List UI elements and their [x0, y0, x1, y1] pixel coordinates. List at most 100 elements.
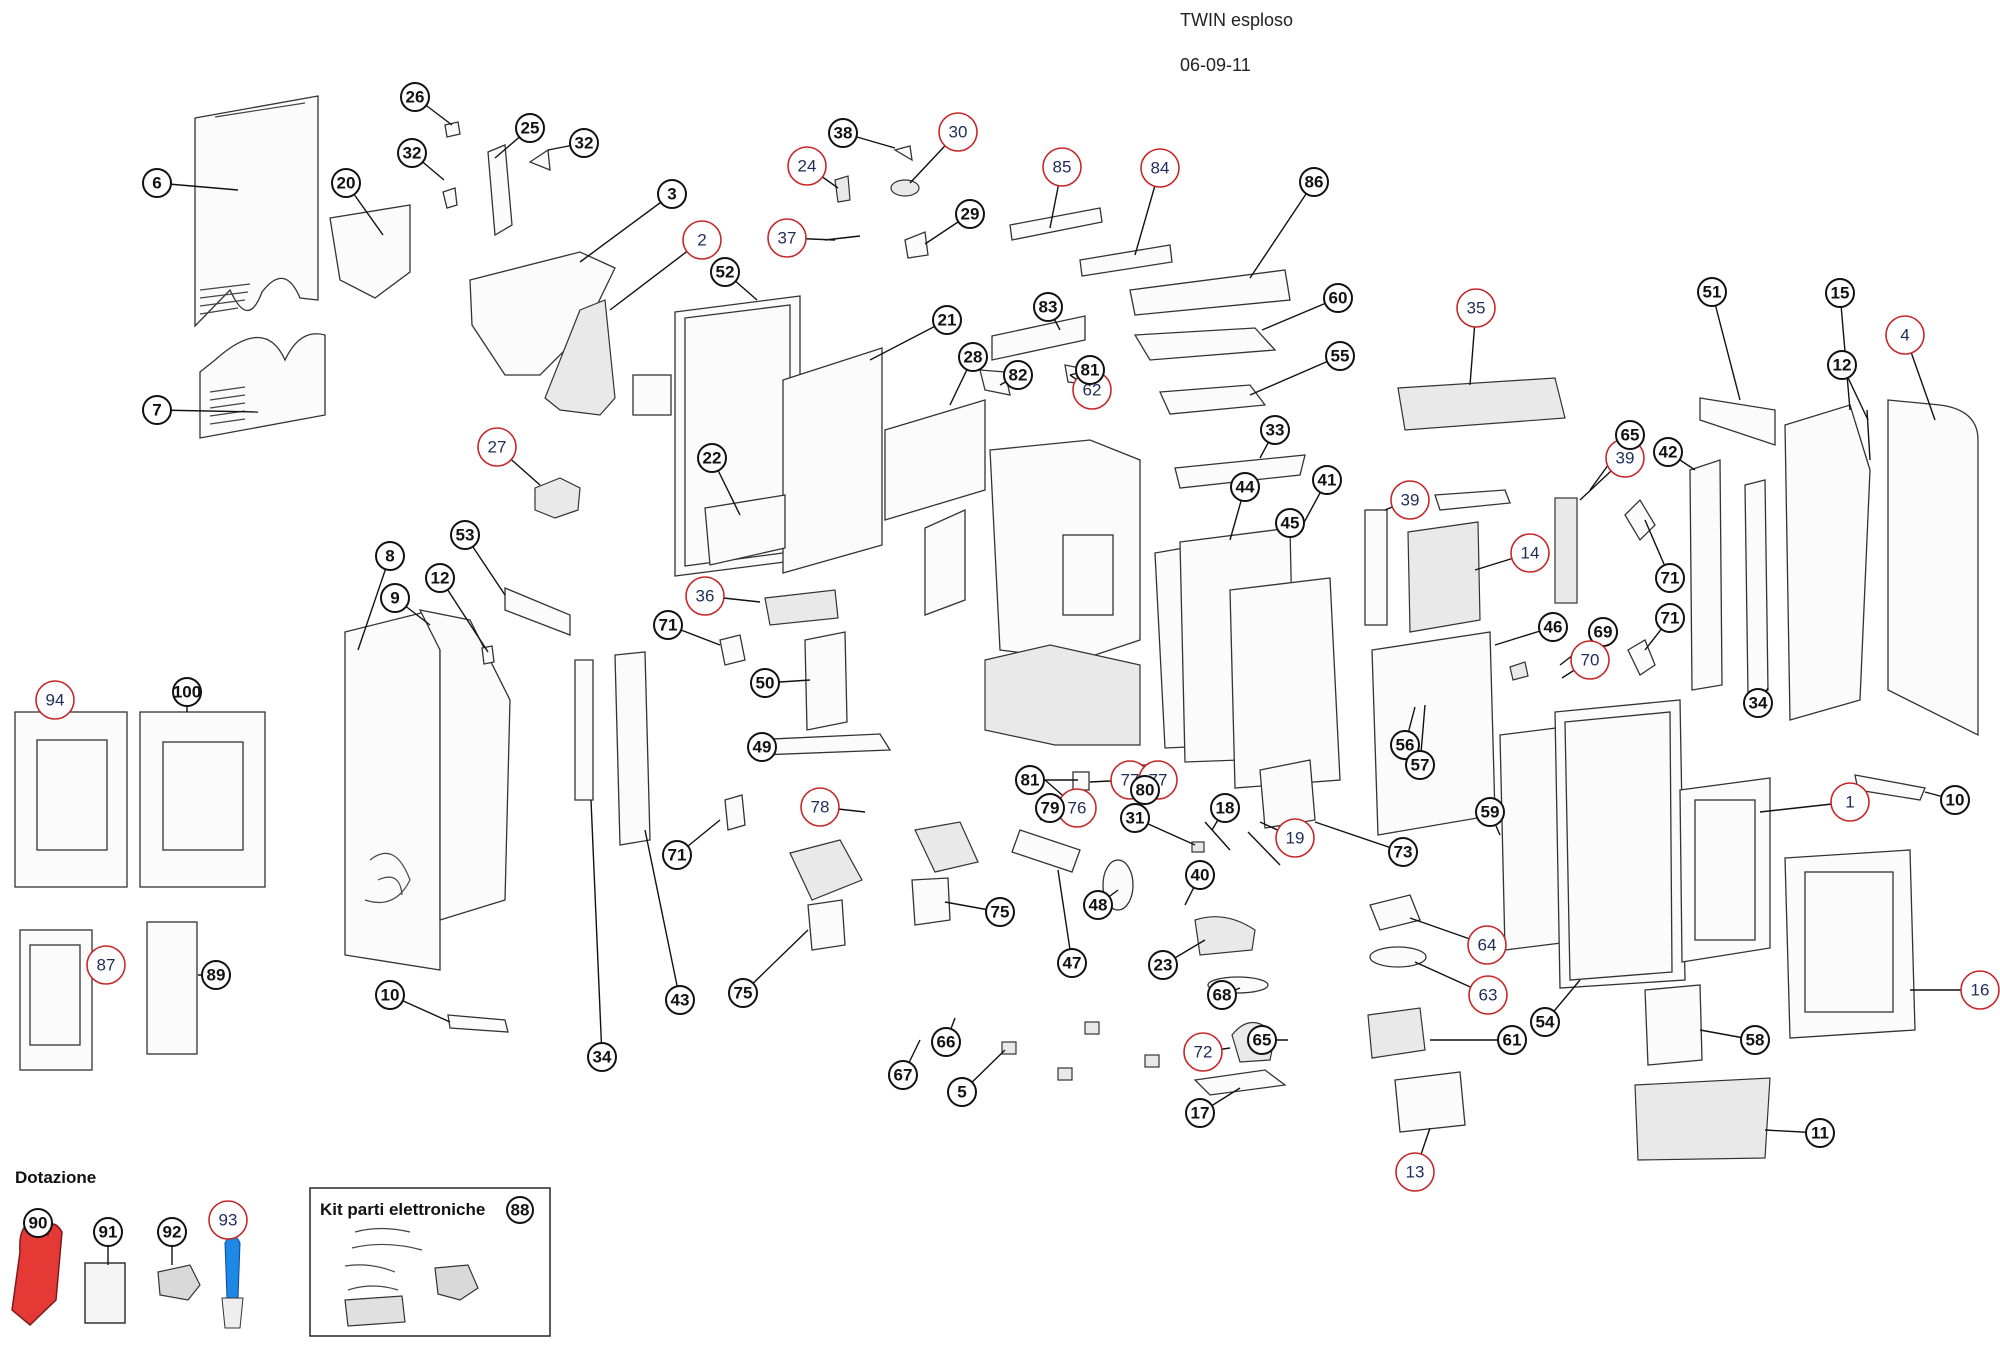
callout-number: 53: [456, 526, 475, 545]
callout-number: 26: [406, 88, 425, 107]
callout-bubble: [787, 146, 827, 186]
callout-number: 60: [1329, 289, 1348, 308]
part-side-panel-4: [1887, 399, 1979, 737]
part-left-side-decor: [364, 852, 411, 904]
callout-bubble: [380, 583, 410, 613]
callout-number: 32: [403, 144, 422, 163]
callout-48: 48: [1083, 890, 1113, 920]
part-drawings: [14, 95, 1979, 1161]
callout-number: 34: [593, 1048, 612, 1067]
callout-68: 68: [1207, 980, 1237, 1010]
callout-number: 8: [385, 547, 394, 566]
part-clip-32b: [528, 148, 551, 172]
callout-number: 63: [1479, 986, 1498, 1005]
callout-bubble: [93, 1217, 123, 1247]
callout-bubble: [1805, 1118, 1835, 1148]
callout-64: 64: [1467, 925, 1507, 965]
part-ring-62: [1369, 946, 1427, 968]
part-combustion-base: [984, 644, 1141, 746]
callout-number: 92: [163, 1223, 182, 1242]
callout-number: 3: [667, 185, 676, 204]
callout-57: 57: [1405, 750, 1435, 780]
callout-number: 75: [991, 903, 1010, 922]
callout-bubble: [425, 563, 455, 593]
callout-61: 61: [1497, 1025, 1527, 1055]
callout-20: 20: [331, 168, 361, 198]
callout-number: 85: [1053, 158, 1072, 177]
part-gasket-71b: [724, 794, 746, 831]
leader-line-8: [357, 555, 391, 651]
part-bar-84: [1009, 207, 1103, 241]
diagram-title: TWIN esploso: [1180, 10, 1294, 30]
callout-bubble: [1323, 283, 1353, 313]
callout-number: 20: [337, 174, 356, 193]
callout-number: 52: [716, 263, 735, 282]
callout-91: 91: [93, 1217, 123, 1247]
callout-45: 45: [1275, 508, 1305, 538]
callout-29: 29: [955, 199, 985, 229]
callout-number: 18: [1216, 799, 1235, 818]
callout-number: 39: [1616, 449, 1635, 468]
callout-54: 54: [1530, 1007, 1560, 1037]
part-side-cover-28: [884, 399, 986, 521]
part-rod-18: [1204, 821, 1231, 851]
callout-number: 39: [1401, 491, 1420, 510]
callout-89: 89: [201, 960, 231, 990]
callout-number: 38: [834, 124, 853, 143]
part-firepot-60: [1367, 1007, 1426, 1059]
part-auger-assembly: [544, 299, 616, 416]
part-grate-82: [991, 315, 1086, 361]
part-heat-exchanger-35: [1397, 377, 1566, 431]
callout-33: 33: [1260, 415, 1290, 445]
part-bracket-75b: [911, 877, 951, 926]
part-back-plate-45: [1371, 631, 1496, 836]
callout-number: 22: [703, 449, 722, 468]
part-gasket-71a: [719, 634, 746, 666]
callout-number: 31: [1126, 809, 1145, 828]
callout-12: 12: [1827, 350, 1857, 380]
callout-18: 18: [1210, 793, 1240, 823]
callout-10: 10: [375, 980, 405, 1010]
callout-number: 84: [1151, 159, 1170, 178]
callout-number: 45: [1281, 514, 1300, 533]
callout-71: 71: [1655, 563, 1685, 593]
callout-bubble: [1185, 1098, 1215, 1128]
part-grate-73: [1259, 759, 1316, 829]
callout-24: 24: [787, 146, 827, 186]
callout-11: 11: [1805, 1118, 1835, 1148]
part-rear-upper-vents: [199, 102, 306, 315]
callout-number: 49: [753, 738, 772, 757]
callout-34: 34: [1743, 688, 1773, 718]
callout-52: 52: [710, 257, 740, 287]
part-rear-upper-panel: [194, 95, 319, 328]
callout-number: 21: [938, 311, 957, 330]
callout-50: 50: [750, 668, 780, 698]
callout-87: 87: [86, 945, 126, 985]
callout-number: 72: [1194, 1043, 1213, 1062]
part-clip-32a: [442, 187, 458, 209]
part-combustion-fan-76: [789, 839, 863, 901]
callout-17: 17: [1185, 1098, 1215, 1128]
callout-number: 48: [1089, 896, 1108, 915]
accessories-title: Dotazione: [15, 1168, 96, 1187]
callout-94: 94: [35, 680, 75, 720]
part-ash-drawer-13: [1394, 1071, 1466, 1133]
callout-bubble: [1538, 612, 1568, 642]
part-clip-80: [1072, 771, 1090, 791]
part-bracket-75a: [807, 899, 846, 951]
callout-number: 50: [756, 674, 775, 693]
callout-bubble: [477, 427, 517, 467]
callout-22: 22: [697, 443, 727, 473]
part-side-panel-15: [1784, 404, 1871, 721]
callout-number: 59: [1481, 803, 1500, 822]
part-top-cover-85: [1129, 269, 1291, 316]
callout-19: 19: [1275, 818, 1315, 858]
callout-10: 10: [1940, 785, 1970, 815]
part-feet: [1001, 1021, 1160, 1081]
callout-number: 79: [1041, 799, 1060, 818]
callout-number: 100: [173, 683, 201, 702]
callout-number: 13: [1406, 1163, 1425, 1182]
callout-bubble: [208, 1200, 248, 1240]
callout-number: 87: [97, 956, 116, 975]
callout-56: 56: [1390, 730, 1420, 760]
